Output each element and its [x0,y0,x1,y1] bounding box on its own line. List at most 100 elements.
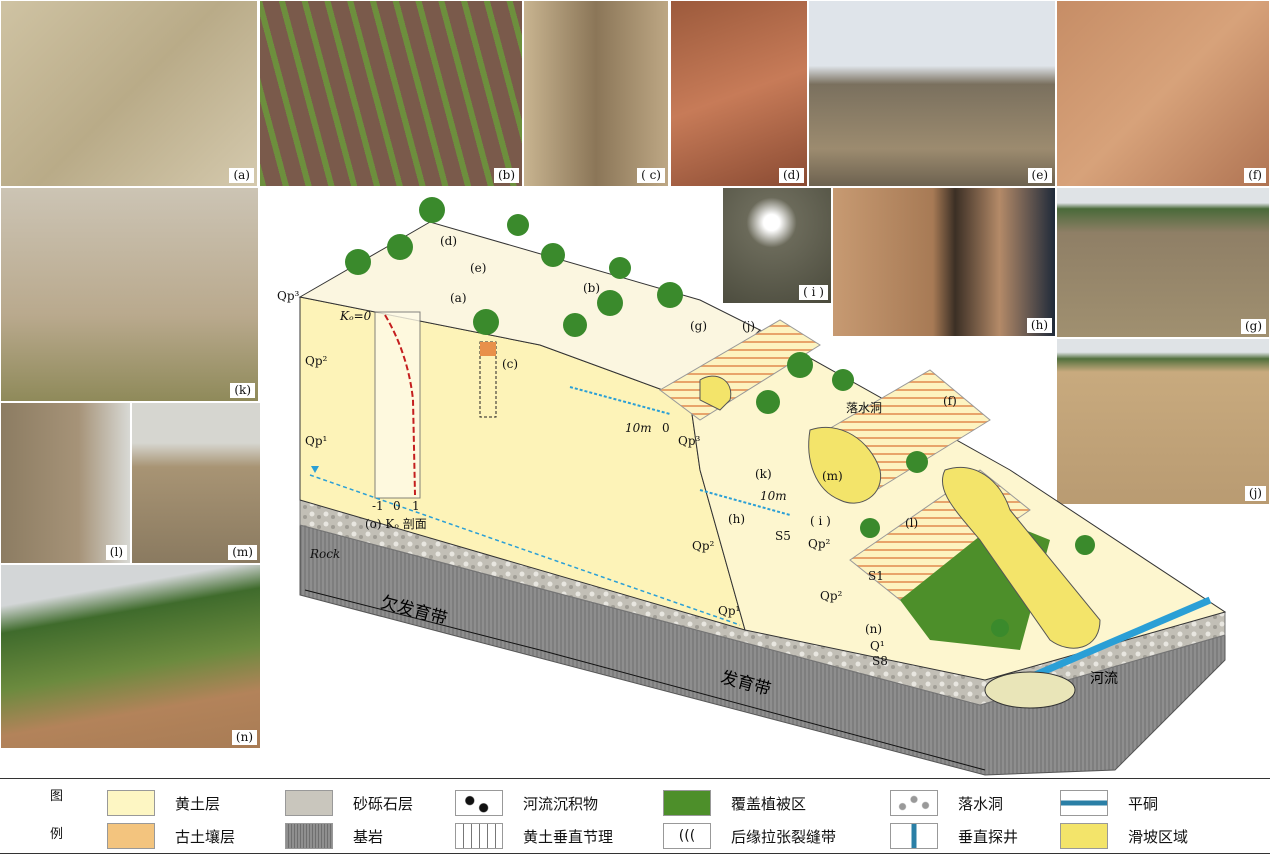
vegetation-swatch [663,790,711,816]
photo-label: ( i ) [799,285,828,300]
loess-block-diagram: Qp³ Qp² Qp¹ Qp³ Qp² Qp¹ Qp² Qp² Q¹ Kₒ=0 … [277,197,1227,776]
legend-heading-top: 图 [50,789,64,804]
marker-e: (e) [470,261,486,275]
marker-n: (n) [865,622,882,636]
ko-tick: 1 [412,499,420,513]
photo-label: (f) [1244,168,1266,183]
vertical-shaft-icon [890,823,938,849]
legend-item-bedrock: 基岩 [285,823,383,849]
ko-zero-label: Kₒ=0 [339,309,372,323]
photo-h: (h) [832,187,1056,337]
photo-label: (e) [1027,168,1052,183]
ko-profile-label: (o) Kₒ 剖面 [365,517,427,531]
photo-d: (d) [670,0,808,187]
adit [699,489,791,516]
gravel-swatch [285,790,333,816]
legend-item-vegetation: 覆盖植被区 [663,790,806,816]
legend-item-tension-crack: ((( 后缘拉张裂缝带 [663,823,836,849]
river-deposit [984,671,1076,709]
stratum-label: Q¹ [870,639,885,653]
legend-item-paleosol: 古土壤层 [107,823,235,849]
marker-l: (l) [905,516,918,530]
sinkhole-label: 落水洞 [846,401,882,415]
photo-g: (g) [1056,187,1270,338]
landslide-area [699,375,732,411]
section-s8: S8 [872,654,888,668]
photo-b: (b) [259,0,523,187]
photo-label: (n) [231,730,257,745]
tension-crack-icon: ((( [663,823,711,849]
paleosol-swatch [107,823,155,849]
photo-label: (j) [1244,486,1266,501]
ko-tick: -1 [372,499,384,513]
stratum-label: Qp¹ [305,434,327,448]
legend-item-vertical-joint: 黄土垂直节理 [455,823,613,849]
photo-label: (g) [1240,319,1266,334]
photo-n: (n) [0,564,261,749]
stratum-label: Qp³ [277,289,300,303]
river-deposit-swatch [455,790,503,816]
legend-heading-bottom: 例 [50,827,64,842]
photo-a: (a) [0,0,258,187]
marker-d: (d) [440,234,457,248]
landslide-area [808,426,882,504]
legend-label: 后缘拉张裂缝带 [731,827,837,846]
legend-item-adit: 平硐 [1060,790,1158,816]
legend-item-loess: 黄土层 [107,790,220,816]
water-table [309,474,741,626]
river-label: 河流 [1090,671,1118,687]
legend-label: 黄土垂直节理 [523,827,614,846]
photo-label: (m) [228,545,257,560]
legend-label: 河流沉积物 [523,794,599,813]
landslide-area [941,466,1101,649]
marker-h: (h) [728,512,745,526]
legend-label: 黄土层 [175,794,221,813]
photo-label: (k) [230,383,255,398]
adit [569,386,671,415]
photo-i: ( i ) [722,187,832,304]
legend: 图 例 黄土层 古土壤层 砂砾石层 基岩 河流沉积物 黄土垂直节理 覆盖植被区 … [0,778,1270,854]
photo-label: (l) [105,545,127,560]
photo-m: (m) [131,402,261,564]
stratum-label: Qp² [808,537,831,551]
legend-label: 基岩 [353,827,384,846]
stratum-label: Qp² [692,539,715,553]
ko-curve [384,314,416,496]
bedrock-swatch [285,823,333,849]
adit-icon [1060,790,1108,816]
ko-tick: 0 [393,499,401,513]
legend-label: 砂砾石层 [353,794,414,813]
marker-j: (j) [742,319,755,333]
legend-item-landslide: 滑坡区域 [1060,823,1188,849]
trees [345,197,1095,637]
loess-swatch [107,790,155,816]
marker-g: (g) [690,319,707,333]
legend-item-river-deposit: 河流沉积物 [455,790,598,816]
photo-l: (l) [0,402,131,564]
vertical-joint-swatch [455,823,503,849]
marker-k: (k) [755,467,772,481]
zone-developed-arrow [539,649,986,771]
stratum-label: Qp² [305,354,328,368]
legend-label: 垂直探井 [958,827,1019,846]
zone-underdeveloped-arrow [304,589,541,651]
section-s1: S1 [868,569,884,583]
scale-zero: 0 [662,421,670,435]
legend-label: 平硐 [1128,794,1159,813]
legend-label: 滑坡区域 [1128,827,1189,846]
marker-m: (m) [822,469,843,483]
legend-item-shaft: 垂直探井 [890,823,1018,849]
photo-label: (d) [778,168,804,183]
marker-c: (c) [502,357,518,371]
photo-label: (h) [1026,318,1052,333]
marker-i: ( i ) [810,514,831,528]
section-s5: S5 [775,529,791,543]
sinkhole-icon [890,790,938,816]
stratum-label: Qp¹ [718,604,740,618]
marker-f: (f) [943,394,957,408]
rock-label: Rock [309,547,340,561]
photo-label: (a) [229,168,254,183]
photo-k: (k) [0,187,259,402]
marker-b: (b) [583,281,600,295]
legend-label: 覆盖植被区 [731,794,807,813]
